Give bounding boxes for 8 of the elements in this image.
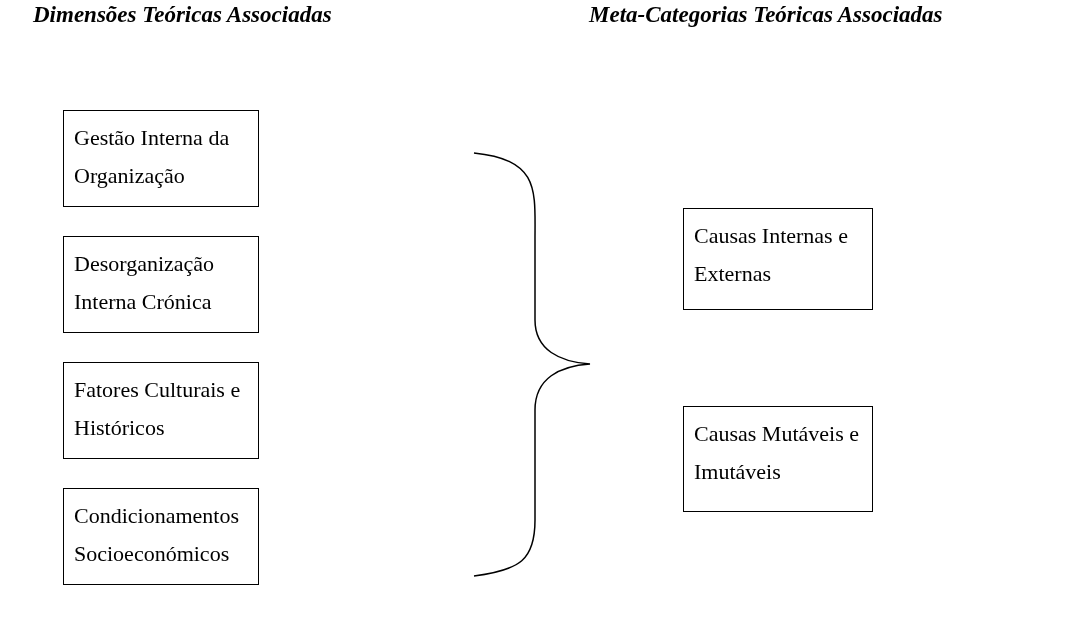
column-heading: Dimensões Teóricas Associadas [33,2,332,28]
text-box: Gestão Interna da Organização [63,110,259,207]
text-box: Fatores Culturais e Históricos [63,362,259,459]
text-box: Causas Mutáveis e Imutáveis [683,406,873,512]
text-box: Condicionamentos Socioeconómicos [63,488,259,585]
text-box: Causas Internas e Externas [683,208,873,310]
column-heading: Meta-Categorias Teóricas Associadas [589,2,943,28]
text-box: Desorganização Interna Crónica [63,236,259,333]
